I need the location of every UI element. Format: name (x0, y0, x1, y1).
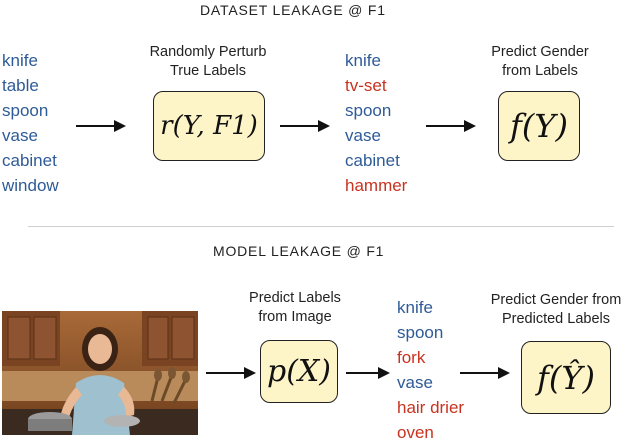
predicted-gender-formula: f(Ŷ) (537, 358, 595, 397)
list-item: oven (397, 423, 434, 442)
predict-formula: p(X) (267, 354, 331, 389)
list-item: vase (345, 126, 381, 145)
list-item: hair drier (397, 398, 465, 417)
list-item: vase (397, 373, 433, 392)
predict-caption-line-2: from Image (258, 309, 332, 325)
arrow-right-icon (280, 120, 330, 132)
list-item: cabinet (2, 151, 57, 170)
list-item: tv-set (345, 76, 387, 95)
list-item: cabinet (345, 151, 400, 170)
predict-gender-caption-line-2: Predicted Labels (501, 311, 610, 327)
list-item: hammer (345, 176, 408, 195)
list-item: table (2, 76, 39, 95)
arrow-right-icon (426, 120, 476, 132)
predicted-gender-function-box: f(Ŷ) (521, 341, 611, 414)
dataset-leakage-title: DATASET LEAKAGE @ F1 (200, 2, 386, 18)
list-item: spoon (345, 101, 392, 120)
perturb-caption: Randomly Perturb True Labels (128, 43, 288, 81)
gender-caption: Predict Gender from Labels (460, 43, 620, 81)
list-item: knife (345, 51, 381, 70)
gender-caption-line-2: from Labels (502, 63, 578, 79)
true-labels-list: knife table spoon vase cabinet window (2, 48, 59, 198)
predict-gender-caption-line-1: Predict Gender from (490, 292, 622, 308)
list-item: knife (2, 51, 38, 70)
perturb-formula: r(Y, F1) (160, 111, 258, 141)
perturb-caption-line-1: Randomly Perturb (149, 44, 267, 60)
arrow-right-icon (76, 120, 126, 132)
arrow-right-icon (346, 367, 390, 379)
kitchen-photo (2, 311, 198, 435)
section-divider (28, 226, 614, 227)
predict-caption-line-1: Predict Labels (249, 290, 341, 306)
predict-labels-caption: Predict Labels from Image (225, 289, 365, 327)
predict-function-box: p(X) (260, 340, 338, 403)
list-item: window (2, 176, 59, 195)
list-item: spoon (397, 323, 444, 342)
list-item: knife (397, 298, 433, 317)
arrow-right-icon (206, 367, 256, 379)
predict-gender-caption: Predict Gender from Predicted Labels (476, 291, 636, 329)
arrow-right-icon (460, 367, 510, 379)
list-item: vase (2, 126, 38, 145)
perturb-function-box: r(Y, F1) (153, 91, 265, 161)
gender-formula: f(Y) (510, 107, 568, 145)
list-item: fork (397, 348, 426, 367)
predicted-labels-list: knife spoon fork vase hair drier oven (397, 295, 464, 445)
perturbed-labels-list: knife tv-set spoon vase cabinet hammer (345, 48, 407, 198)
gender-caption-line-1: Predict Gender (491, 44, 589, 60)
gender-function-box: f(Y) (498, 91, 580, 161)
list-item: spoon (2, 101, 49, 120)
model-leakage-title: MODEL LEAKAGE @ F1 (213, 243, 385, 259)
perturb-caption-line-2: True Labels (169, 63, 247, 79)
